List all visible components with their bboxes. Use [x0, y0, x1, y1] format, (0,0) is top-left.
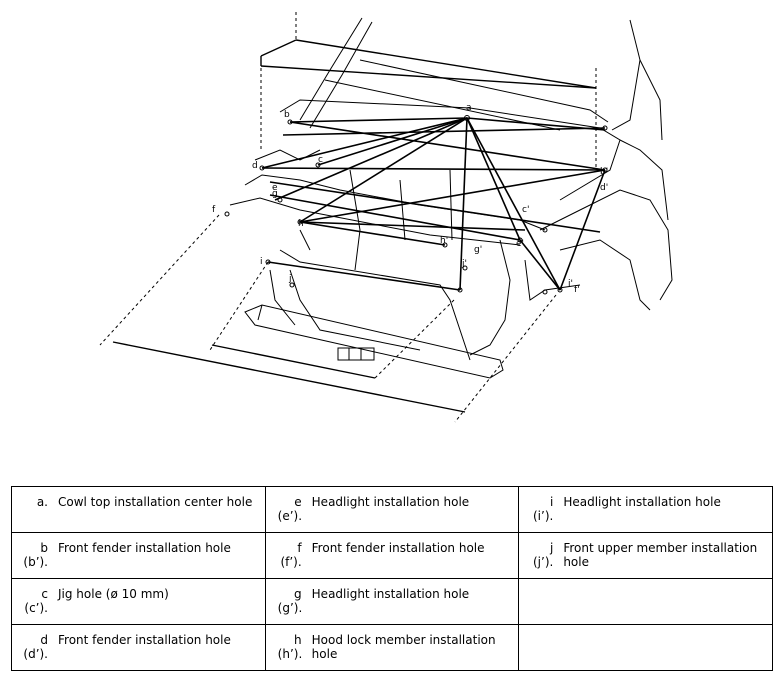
legend-entry: g (g’). Headlight installation hole [266, 579, 519, 615]
legend-key: b (b’). [23, 541, 48, 569]
legend-description: Jig hole (ø 10 mm) [58, 587, 169, 601]
legend-cell: b (b’). Front fender installation hole [11, 532, 266, 579]
legend-cell: a. Cowl top installation center hole [11, 486, 266, 533]
legend-entry: e (e’). Headlight installation hole [266, 487, 519, 523]
legend-cell: g (g’). Headlight installation hole [264, 578, 520, 625]
legend-entry [519, 625, 772, 633]
label-j: j [288, 274, 292, 284]
legend-key: a. [36, 495, 48, 509]
legend-key: d (d’). [23, 633, 48, 661]
legend-row: c (c’). Jig hole (ø 10 mm) g (g’). Headligh… [11, 578, 773, 625]
legend-entry: f (f’). Front fender installation hole [266, 533, 519, 569]
legend-description: Front fender installation hole [58, 541, 231, 555]
legend-key: j (j’). [532, 541, 554, 569]
legend-cell: f (f’). Front fender installation hole [264, 532, 520, 579]
legend-cell: c (c’). Jig hole (ø 10 mm) [11, 578, 266, 625]
body-dimension-diagram: a b b' c c' d d' e e' f f' g g' h h' i i… [99, 12, 673, 423]
legend-key: e (e’). [277, 495, 303, 523]
label-i: i [260, 257, 263, 267]
label-e-prime: e' [516, 239, 524, 249]
body-outline [229, 99, 673, 361]
legend-description: Headlight installation hole [563, 495, 721, 509]
legend-description: Cowl top installation center hole [58, 495, 253, 509]
reference-frame [112, 39, 597, 413]
legend-cell [518, 624, 773, 671]
label-c: c [318, 155, 323, 165]
legend-cell: i (i’). Headlight installation hole [518, 486, 773, 533]
windshield-and-pillars [299, 17, 663, 141]
vehicle-front-body-drawing: a b b' c c' d d' e e' f f' g g' h h' i i… [99, 12, 673, 423]
label-g: g [272, 189, 278, 199]
label-c-prime: c' [522, 205, 529, 215]
legend-row: a. Cowl top installation center hole e (e’… [11, 486, 773, 533]
legend-key: g (g’). [277, 587, 303, 615]
label-i-prime: i' [568, 279, 573, 289]
measurement-lines [261, 117, 606, 291]
legend-entry [519, 579, 772, 587]
legend-description: Headlight installation hole [311, 587, 470, 601]
label-e: e [272, 183, 278, 193]
legend-key: c (c’). [24, 587, 48, 615]
legend-key: i (i’). [532, 495, 554, 523]
label-d: d [252, 161, 258, 171]
label-g-prime: g' [474, 245, 482, 255]
projection-lines [99, 12, 597, 423]
label-b: b [284, 110, 290, 120]
label-b-prime: b' [600, 167, 608, 177]
legend-entry: a. Cowl top installation center hole [12, 487, 265, 509]
legend-entry: j (j’). Front upper member installation h… [519, 533, 772, 569]
legend-description: Front upper member installation hole [563, 541, 758, 569]
legend-entry: c (c’). Jig hole (ø 10 mm) [12, 579, 265, 615]
legend-cell: d (d’). Front fender installation hole [11, 624, 266, 671]
legend-table: a. Cowl top installation center hole e (e’… [11, 486, 773, 671]
label-h-prime: h' [440, 236, 448, 246]
legend-cell: h (h’). Hood lock member installation hol… [264, 624, 520, 671]
legend-entry: h (h’). Hood lock member installation hol… [266, 625, 519, 661]
legend-cell: j (j’). Front upper member installation h… [518, 532, 773, 579]
bumper-reinforcement [244, 304, 504, 379]
point-labels: a b b' c c' d d' e e' f f' g g' h h' i i… [212, 103, 608, 295]
legend-cell [518, 578, 773, 625]
legend-entry: b (b’). Front fender installation hole [12, 533, 265, 569]
label-j-prime: j' [461, 259, 467, 269]
legend-cell: e (e’). Headlight installation hole [264, 486, 520, 533]
legend-description: Hood lock member installation hole [311, 633, 496, 661]
legend-entry: d (d’). Front fender installation hole [12, 625, 265, 661]
legend-key: h (h’). [277, 633, 303, 661]
label-a: a [466, 103, 472, 113]
legend-row: d (d’). Front fender installation hole h (… [11, 624, 773, 671]
label-h: h [298, 219, 304, 229]
legend-description: Front fender installation hole [58, 633, 231, 647]
legend-description: Headlight installation hole [311, 495, 470, 509]
label-d-prime: d' [600, 183, 608, 193]
legend-entry: i (i’). Headlight installation hole [519, 487, 772, 523]
legend-description: Front fender installation hole [311, 541, 485, 555]
label-f: f [212, 205, 216, 215]
label-f-prime: f' [574, 285, 580, 295]
hole-markers [224, 115, 608, 295]
legend-body: a. Cowl top installation center hole e (e’… [11, 486, 773, 671]
legend-key: f (f’). [280, 541, 302, 569]
